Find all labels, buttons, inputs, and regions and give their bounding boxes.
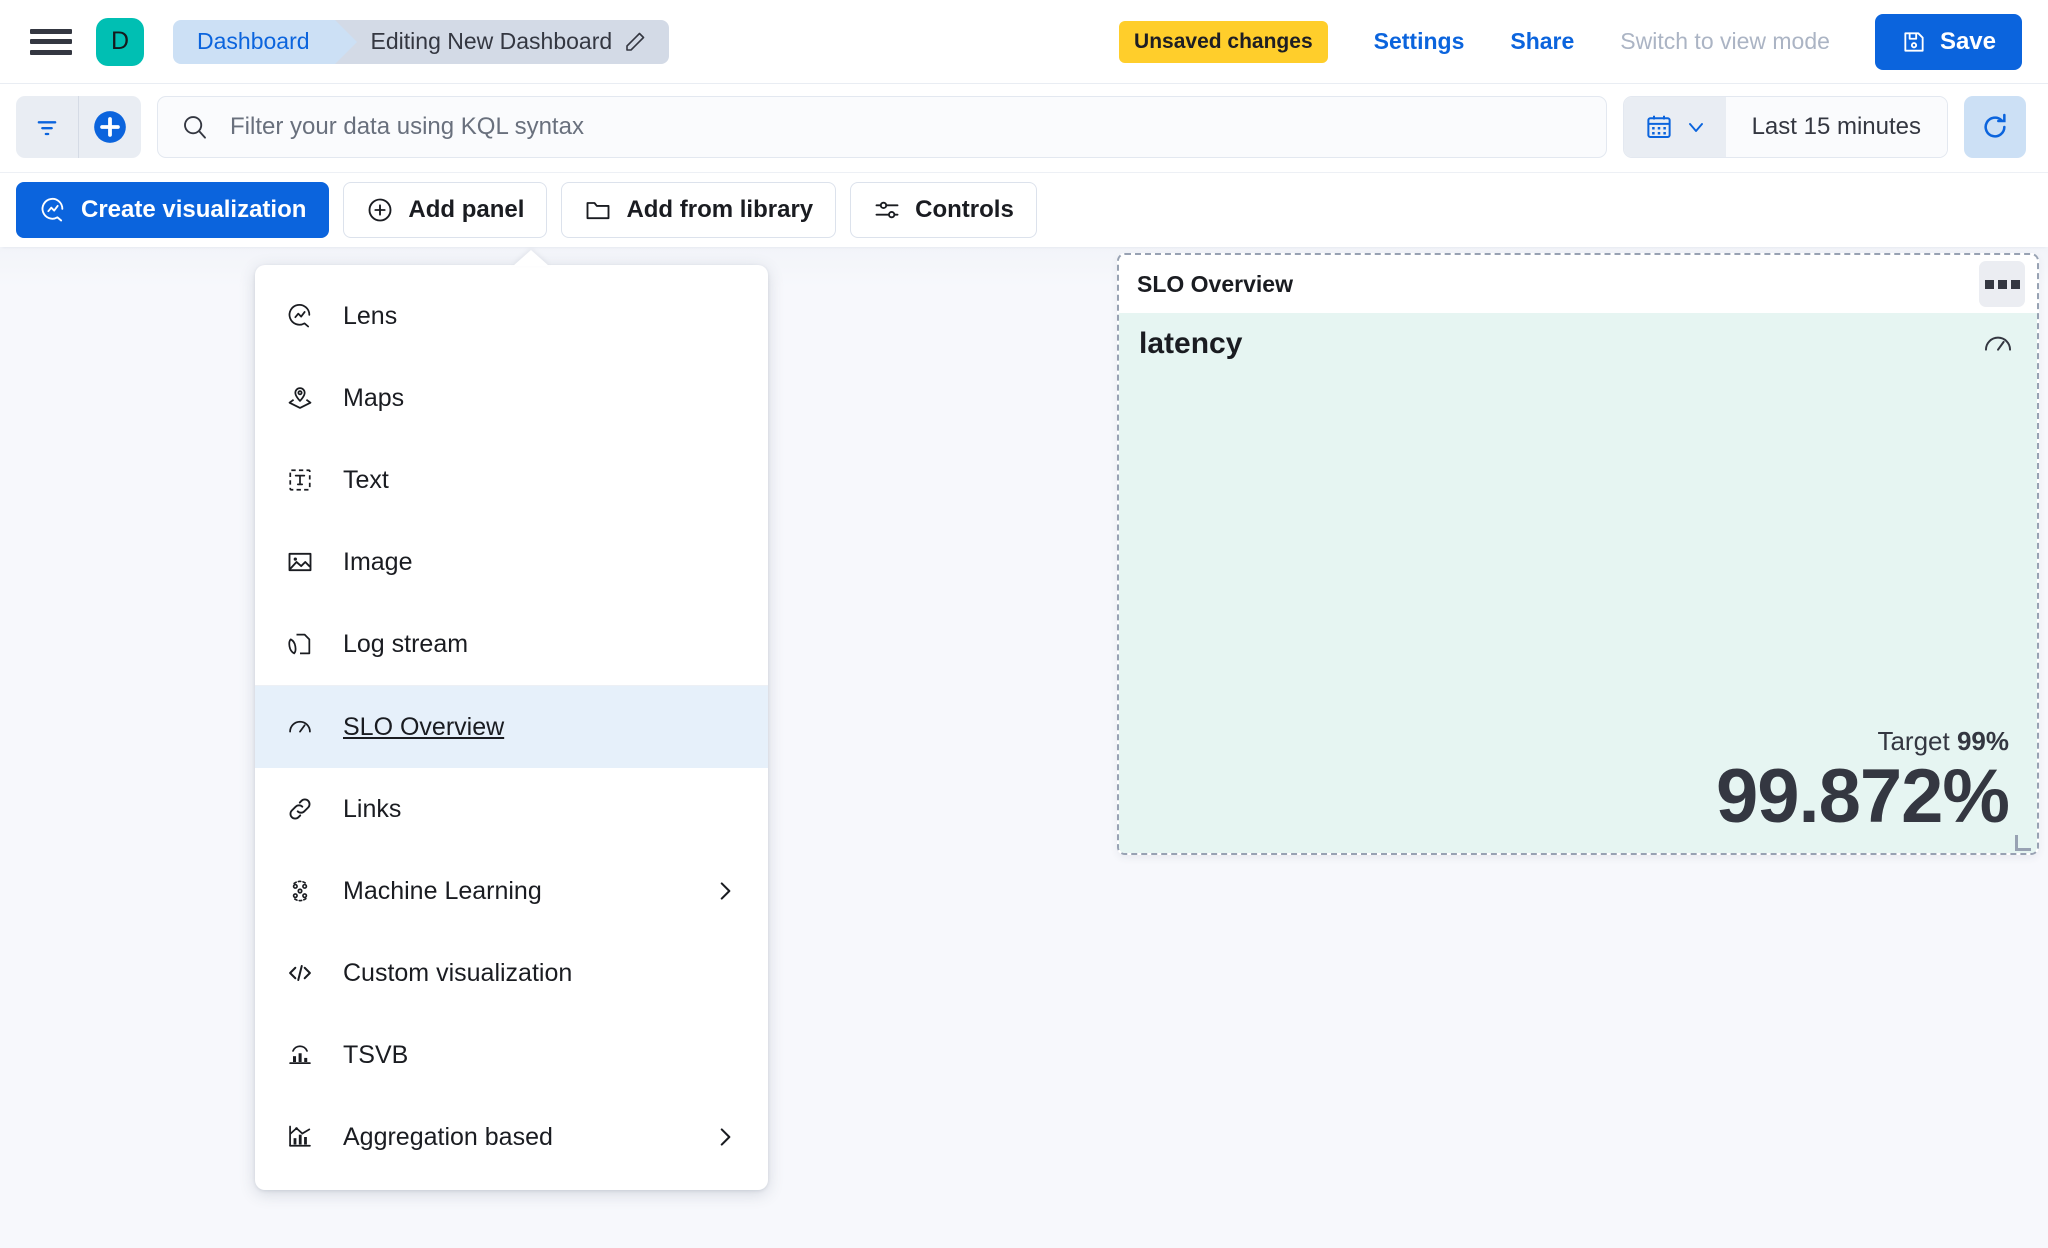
panel-header: SLO Overview (1119, 255, 2037, 313)
menu-item-label: Log stream (343, 629, 469, 658)
panel-title: SLO Overview (1137, 270, 1293, 297)
plus-circle-icon (366, 196, 394, 224)
search-icon (180, 112, 210, 142)
time-range-display[interactable]: Last 15 minutes (1725, 97, 1947, 157)
menu-item-label: Maps (343, 383, 405, 412)
divider (78, 96, 79, 158)
menu-item-tsvb[interactable]: TSVB (255, 1014, 768, 1096)
avatar[interactable]: D (96, 17, 144, 66)
refresh-button[interactable] (1964, 96, 2026, 158)
filter-controls-group (16, 96, 141, 158)
breadcrumb-label: Dashboard (197, 28, 310, 54)
settings-link[interactable]: Settings (1373, 28, 1465, 54)
slo-target-value: 99% (1956, 726, 2009, 757)
menu-item-aggregation-based[interactable]: Aggregation based (255, 1096, 768, 1178)
log-stream-icon (285, 630, 315, 658)
search-input[interactable]: Filter your data using KQL syntax (157, 96, 1607, 158)
search-input-placeholder: Filter your data using KQL syntax (230, 113, 584, 140)
share-link[interactable]: Share (1510, 28, 1575, 54)
create-visualization-label: Create visualization (81, 196, 307, 223)
calendar-icon (1644, 112, 1674, 142)
breadcrumb-item-editing[interactable]: Editing New Dashboard (334, 19, 670, 64)
create-visualization-button[interactable]: Create visualization (16, 182, 330, 238)
top-nav-actions: Unsaved changes Settings Share Switch to… (1119, 13, 2022, 70)
add-from-library-button[interactable]: Add from library (561, 182, 837, 238)
menu-item-image[interactable]: Image (255, 521, 768, 603)
gauge-icon (285, 713, 315, 741)
slo-target-label: Target (1877, 726, 1950, 757)
save-button[interactable]: Save (1874, 13, 2022, 70)
date-picker: Last 15 minutes (1622, 96, 1948, 158)
menu-item-links[interactable]: Links (255, 768, 768, 850)
menu-item-label: Text (343, 465, 389, 494)
controls-icon (873, 196, 901, 224)
divider (255, 685, 768, 686)
panel-resize-handle[interactable] (2015, 835, 2031, 851)
menu-item-log-stream[interactable]: Log stream (255, 603, 768, 685)
save-disk-icon (1901, 29, 1927, 55)
menu-item-maps[interactable]: Maps (255, 357, 768, 439)
aggregation-icon (285, 1123, 315, 1151)
menu-item-custom-visualization[interactable]: Custom visualization (255, 932, 768, 1014)
breadcrumb-item-dashboard[interactable]: Dashboard (173, 19, 357, 64)
menu-item-label: Lens (343, 301, 398, 330)
menu-arrow (513, 250, 549, 266)
dashboard-edit-toolbar: Create visualization Add panel Add from … (0, 173, 2048, 247)
chevron-right-icon (712, 1124, 738, 1150)
chevron-right-icon (712, 878, 738, 904)
panel-body: latency Target 99% 99.872% (1119, 313, 2037, 853)
slo-current-value: 99.872% (1715, 754, 2010, 840)
slo-stats: Target 99% 99.872% (1139, 726, 2010, 840)
lens-icon (285, 302, 315, 330)
panel-context-menu-icon[interactable] (1979, 261, 2025, 307)
link-icon (285, 795, 315, 823)
unsaved-changes-badge[interactable]: Unsaved changes (1119, 20, 1328, 63)
gauge-icon (1981, 327, 2015, 366)
breadcrumb: Dashboard Editing New Dashboard (173, 19, 670, 64)
add-filter-button[interactable] (79, 96, 141, 158)
add-from-library-label: Add from library (626, 196, 814, 223)
add-panel-menu: Lens Maps Text (255, 250, 768, 1190)
code-icon (285, 959, 315, 987)
image-icon (285, 548, 315, 576)
slo-target: Target 99% (1139, 726, 2009, 757)
menu-item-label: Aggregation based (343, 1122, 553, 1151)
switch-to-view-mode-link[interactable]: Switch to view mode (1620, 28, 1830, 54)
menu-item-label: TSVB (343, 1040, 409, 1069)
folder-icon (584, 196, 612, 224)
avatar-letter: D (110, 27, 130, 55)
controls-button[interactable]: Controls (850, 182, 1037, 238)
add-panel-label: Add panel (408, 196, 525, 223)
menu-item-slo-overview[interactable]: SLO Overview (255, 686, 768, 768)
menu-item-machine-learning[interactable]: Machine Learning (255, 850, 768, 932)
date-quick-select-button[interactable] (1623, 97, 1726, 157)
text-box-icon (285, 467, 315, 493)
tsvb-icon (285, 1041, 315, 1069)
top-navigation-bar: D Dashboard Editing New Dashboard Unsave… (0, 0, 2048, 84)
breadcrumb-label: Editing New Dashboard (370, 28, 613, 54)
slo-overview-panel[interactable]: SLO Overview latency Target 99% 99.872% (1117, 253, 2039, 855)
menu-item-label: Custom visualization (343, 958, 573, 987)
dashboard-canvas: Lens Maps Text (0, 247, 2048, 1247)
menu-item-label: SLO Overview (343, 712, 505, 741)
menu-item-lens[interactable]: Lens (255, 275, 768, 357)
menu-item-text[interactable]: Text (255, 439, 768, 521)
add-panel-button[interactable]: Add panel (343, 182, 548, 238)
map-marker-icon (285, 384, 315, 412)
filter-icon[interactable] (16, 96, 78, 158)
controls-label: Controls (915, 196, 1014, 223)
slo-name: latency (1139, 327, 1243, 360)
chevron-down-icon (1684, 115, 1708, 139)
query-bar: Filter your data using KQL syntax (0, 84, 2048, 173)
menu-item-label: Machine Learning (343, 876, 542, 905)
lens-icon (39, 196, 67, 224)
save-button-label: Save (1939, 27, 1996, 55)
menu-item-label: Links (343, 794, 402, 823)
pencil-icon[interactable] (623, 30, 647, 54)
machine-learning-icon (285, 877, 315, 905)
hamburger-menu-icon[interactable] (30, 25, 72, 59)
menu-item-label: Image (343, 547, 413, 576)
